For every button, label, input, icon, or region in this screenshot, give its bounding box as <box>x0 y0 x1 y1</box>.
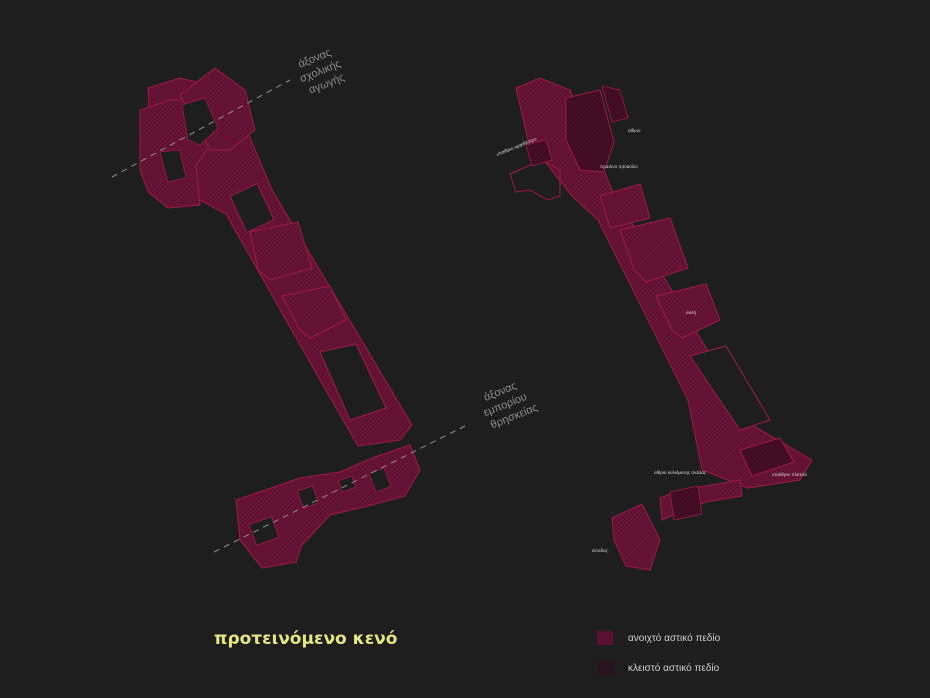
right-main-corridor <box>515 77 813 489</box>
left-void-2 <box>249 221 313 281</box>
right-void-3 <box>655 283 721 339</box>
label-c: αυλή <box>686 309 696 315</box>
label-e: υπαίθριο πλατεία <box>772 472 807 477</box>
right-bottom-closed <box>739 437 795 477</box>
label-f: αίθριο κυλιόμενης σκάλας <box>654 469 707 475</box>
left-lower-wing <box>235 444 421 569</box>
right-left-branch <box>509 159 561 201</box>
label-a: αίθριο <box>628 128 641 133</box>
legend-open-label: ανοιχτό αστικό πεδίο <box>628 632 721 644</box>
legend-closed-swatch <box>597 661 613 675</box>
left-void-1 <box>229 182 275 234</box>
label-i: πρασινο προαύλιο <box>600 163 638 169</box>
left-void-4 <box>319 343 387 421</box>
legend-closed-label: κλειστό αστικό πεδίο <box>628 662 720 674</box>
right-void-2 <box>619 217 689 283</box>
right-void-4 <box>689 345 771 431</box>
left-axis-line-bottom <box>213 425 466 553</box>
legend-open: ανοιχτό αστικό πεδίο <box>597 631 720 645</box>
left-top-right-block <box>179 67 256 151</box>
legend-closed: κλειστό αστικό πεδίο <box>597 661 719 675</box>
left-void-3 <box>281 285 347 339</box>
right-left-branch-closed <box>525 139 553 167</box>
left-void-5 <box>181 97 219 146</box>
right-lower-closed <box>669 485 703 521</box>
label-g: είσοδος <box>592 548 609 553</box>
right-plan: αίθριο υπαίθριο αμφιθέατρο πρασινο προαύ… <box>495 77 813 571</box>
left-plan: άξονας σχολικής αγωγής άξονας εμπορίου θ… <box>111 47 540 569</box>
page-title: προτεινόμενο κενό <box>214 629 398 649</box>
left-lower-void-4 <box>248 516 280 546</box>
left-axis-line-top <box>111 79 291 178</box>
left-void-6 <box>159 149 187 183</box>
legend-open-swatch <box>597 631 613 645</box>
right-top-right-closed <box>601 85 629 123</box>
right-lower-block <box>611 503 661 571</box>
right-void-1 <box>599 183 651 229</box>
right-top-closed <box>565 89 615 173</box>
